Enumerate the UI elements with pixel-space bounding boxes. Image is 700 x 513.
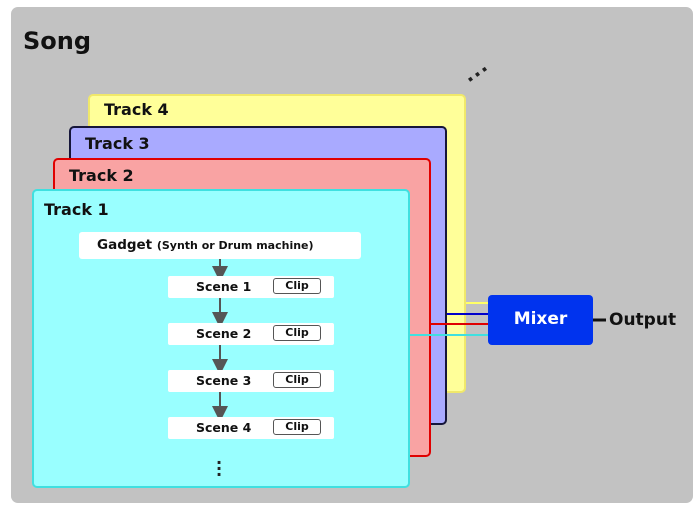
scene-1-label: Scene 1 [196, 279, 252, 294]
scene-4-row: Scene 4 Clip [168, 417, 334, 439]
song-title: Song [23, 27, 92, 55]
scene-3-clip: Clip [273, 372, 321, 388]
gadget-box: Gadget (Synth or Drum machine) [79, 232, 361, 259]
scene-3-row: Scene 3 Clip [168, 370, 334, 392]
scene-1-row: Scene 1 Clip [168, 276, 334, 298]
track-2-label: Track 2 [69, 166, 134, 185]
mixer-box: Mixer [488, 295, 593, 345]
scene-2-clip: Clip [273, 325, 321, 341]
track-1-label: Track 1 [44, 200, 109, 219]
track-4-label: Track 4 [104, 100, 169, 119]
gadget-sublabel: (Synth or Drum machine) [156, 239, 314, 252]
scene-4-clip: Clip [273, 419, 321, 435]
track-3-label: Track 3 [85, 134, 150, 153]
scene-3-label: Scene 3 [196, 373, 252, 388]
scene-1-clip: Clip [273, 278, 321, 294]
scene-2-label: Scene 2 [196, 326, 252, 341]
gadget-label: Gadget [97, 237, 153, 253]
output-label: Output [609, 310, 677, 330]
more-scenes-ellipsis: ··· [215, 453, 223, 484]
scene-4-label: Scene 4 [196, 420, 252, 435]
scene-2-row: Scene 2 Clip [168, 323, 334, 345]
mixer-label: Mixer [513, 309, 568, 329]
